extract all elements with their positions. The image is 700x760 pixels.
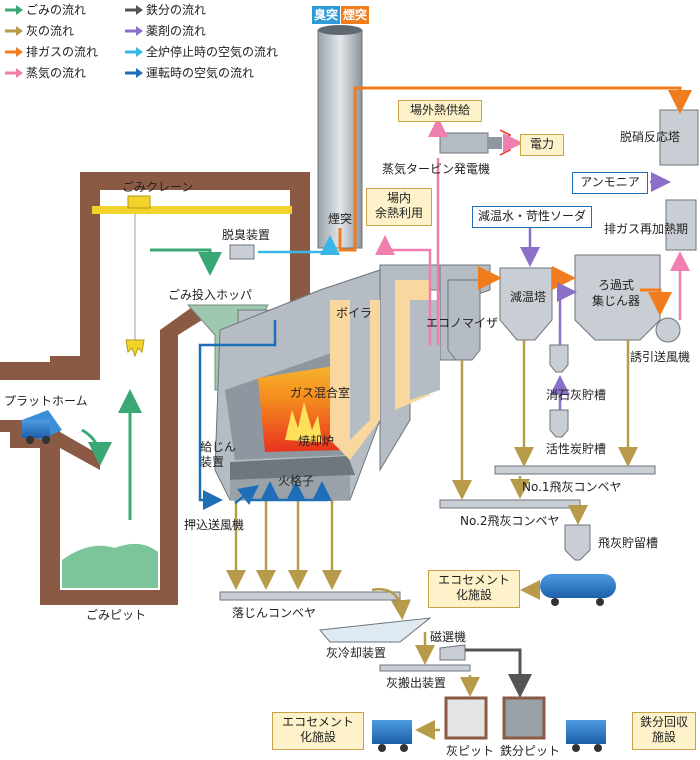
conveyors (219, 465, 656, 672)
no2-conveyor-label: No.2飛灰コンベヤ (460, 514, 560, 528)
chimney-label: 煙突 (328, 212, 353, 226)
reheater-label: 排ガス再加熱期 (604, 222, 689, 236)
turbine (439, 129, 515, 156)
iron-pit-label: 鉄分ピット (500, 744, 561, 758)
legend-label: 排ガスの流れ (26, 45, 99, 59)
carbon-tank-label: 活性炭貯槽 (546, 442, 607, 456)
platform-label: プラットホーム (4, 394, 88, 408)
ash-cooler-label: 灰冷却装置 (326, 646, 387, 660)
legend-label: ごみの流れ (26, 3, 87, 17)
magnet-label: 磁選機 (430, 630, 467, 644)
chimney-tag: 煙突 (341, 6, 369, 24)
quench-water-box: 減温水・苛性ソーダ (472, 206, 592, 228)
push-fan-label: 押込送風機 (184, 518, 245, 532)
legend-label: 運転時の空気の流れ (146, 66, 255, 80)
ash-truck (372, 720, 412, 752)
legend-item: ごみの流れ (4, 2, 124, 18)
iron-recovery-box: 鉄分回収 施設 (632, 712, 696, 750)
no1-conveyor-label: No.1飛灰コンベヤ (522, 480, 622, 494)
iron-recovery-line-1: 鉄分回収 (639, 715, 688, 729)
tanker-truck (540, 574, 616, 606)
shutdown-air-flow (258, 235, 340, 255)
feeder-label-1: 給じん (200, 440, 237, 454)
odor-stack-tag: 臭突 (312, 6, 340, 24)
lime-tank (549, 344, 569, 373)
cooling-tower (499, 267, 553, 341)
legend-item: 蒸気の流れ (4, 65, 124, 81)
ash-discharge-label: 灰搬出装置 (386, 676, 447, 690)
lime-tank-label: 消石灰貯槽 (546, 388, 607, 402)
legend-item: 鉄分の流れ (124, 2, 304, 18)
bag-filter-label-2: 集じん器 (592, 294, 641, 308)
onsite-heat-box: 場内 余熱利用 (366, 188, 432, 226)
flyash-tank-label: 飛灰貯留槽 (598, 536, 659, 550)
boiler-label: ボイラ (336, 306, 373, 320)
iron-truck (566, 720, 606, 752)
ash-pits (444, 696, 546, 740)
ammonia-box: アンモニア (572, 172, 648, 194)
deodorizer (229, 244, 255, 260)
legend-item: 排ガスの流れ (4, 44, 124, 60)
legend-label: 薬剤の流れ (146, 24, 207, 38)
induced-fan (655, 317, 681, 343)
garbage-truck (22, 410, 62, 444)
onsite-heat-line-2: 余熱利用 (374, 206, 423, 220)
deodorizer-label: 脱臭装置 (222, 228, 271, 242)
pit-label: ごみピット (86, 608, 147, 622)
offsite-heat-box: 場外熱供給 (398, 100, 482, 122)
feeder-label-2: 装置 (200, 455, 225, 469)
iron-flow (465, 648, 532, 698)
legend-label: 鉄分の流れ (146, 3, 207, 17)
economizer-label: エコノマイザ (426, 316, 499, 330)
power-box: 電力 (520, 134, 564, 156)
gas-mixing-label: ガス混合室 (290, 386, 351, 400)
pit-garbage (62, 543, 158, 588)
eco-cement-box-2: エコセメント 化施設 (272, 712, 364, 750)
garbage-flow (81, 248, 222, 520)
ash-conveyor-label: 落じんコンベヤ (232, 606, 317, 620)
legend-item: 運転時の空気の流れ (124, 65, 304, 81)
induced-fan-label: 誘引送風機 (630, 350, 691, 364)
turbine-label: 蒸気タービン発電機 (382, 162, 491, 176)
iron-recovery-line-2: 施設 (651, 730, 676, 744)
flyash-tank (564, 524, 591, 561)
eco-cement-line-1: エコセメント (438, 573, 510, 587)
eco-cement-line-2: 化施設 (299, 730, 336, 744)
legend-item: 灰の流れ (4, 23, 124, 39)
onsite-heat-line-1: 場内 (386, 191, 411, 205)
operation-air-flow (198, 320, 332, 510)
ash-flow (226, 340, 638, 740)
legend-label: 灰の流れ (26, 24, 75, 38)
eco-cement-box-1: エコセメント 化施設 (428, 570, 520, 608)
legend-item: 薬剤の流れ (124, 23, 304, 39)
eco-cement-line-2: 化施設 (455, 588, 492, 602)
incinerator-label: 焼却炉 (298, 434, 335, 448)
denitration-label: 脱硝反応塔 (620, 130, 681, 144)
chemical-flow (520, 172, 671, 410)
crane (92, 195, 292, 358)
flue-gas-flow (338, 86, 692, 316)
garbage-crane-label: ごみクレーン (122, 180, 194, 194)
reheater (665, 199, 697, 251)
cooling-tower-label: 減温塔 (510, 290, 547, 304)
carbon-tank (549, 409, 569, 438)
denitration-tower (659, 109, 699, 166)
bag-filter (574, 254, 661, 341)
legend-item: 全炉停止時の空気の流れ (124, 44, 304, 60)
grate-label: 火格子 (278, 474, 315, 488)
legend-label: 蒸気の流れ (26, 66, 87, 80)
ash-pit-label: 灰ピット (446, 744, 495, 758)
steam-flow (375, 117, 690, 345)
bag-filter-label-1: ろ過式 (598, 278, 635, 292)
legend-label: 全炉停止時の空気の流れ (146, 45, 279, 59)
hopper-label: ごみ投入ホッパ (168, 288, 253, 302)
eco-cement-line-1: エコセメント (282, 715, 354, 729)
